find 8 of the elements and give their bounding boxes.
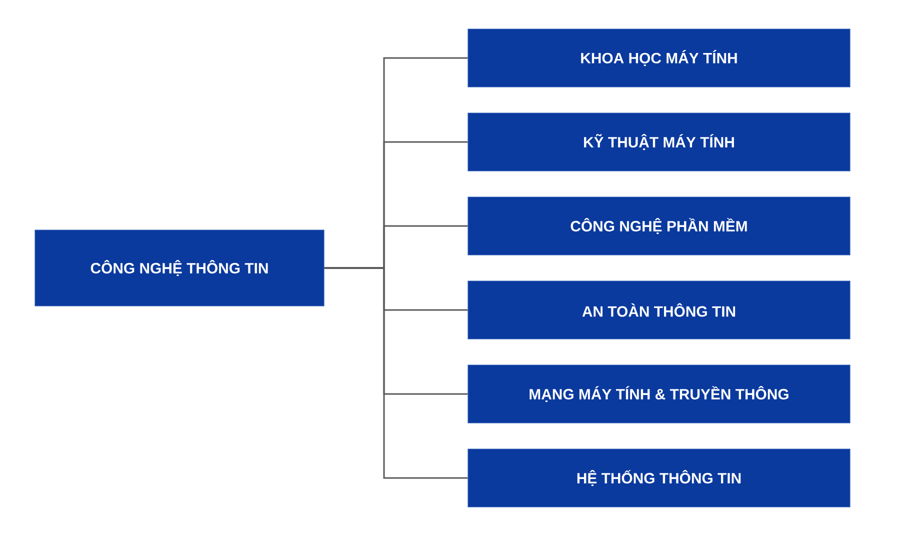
category-box: KỸ THUẬT MÁY TÍNH	[468, 112, 850, 172]
category-box: CÔNG NGHỆ PHẦN MỀM	[468, 196, 850, 256]
topic-box: CÔNG NGHỆ THÔNG TIN	[34, 230, 324, 306]
category-box: MẠNG MÁY TÍNH & TRUYỀN THÔNG	[468, 364, 850, 424]
category-box: AN TOÀN THÔNG TIN	[468, 280, 850, 340]
category-box: KHOA HỌC MÁY TÍNH	[468, 28, 850, 88]
connector-line	[324, 267, 468, 479]
category-box: HỆ THỐNG THÔNG TIN	[468, 448, 850, 508]
